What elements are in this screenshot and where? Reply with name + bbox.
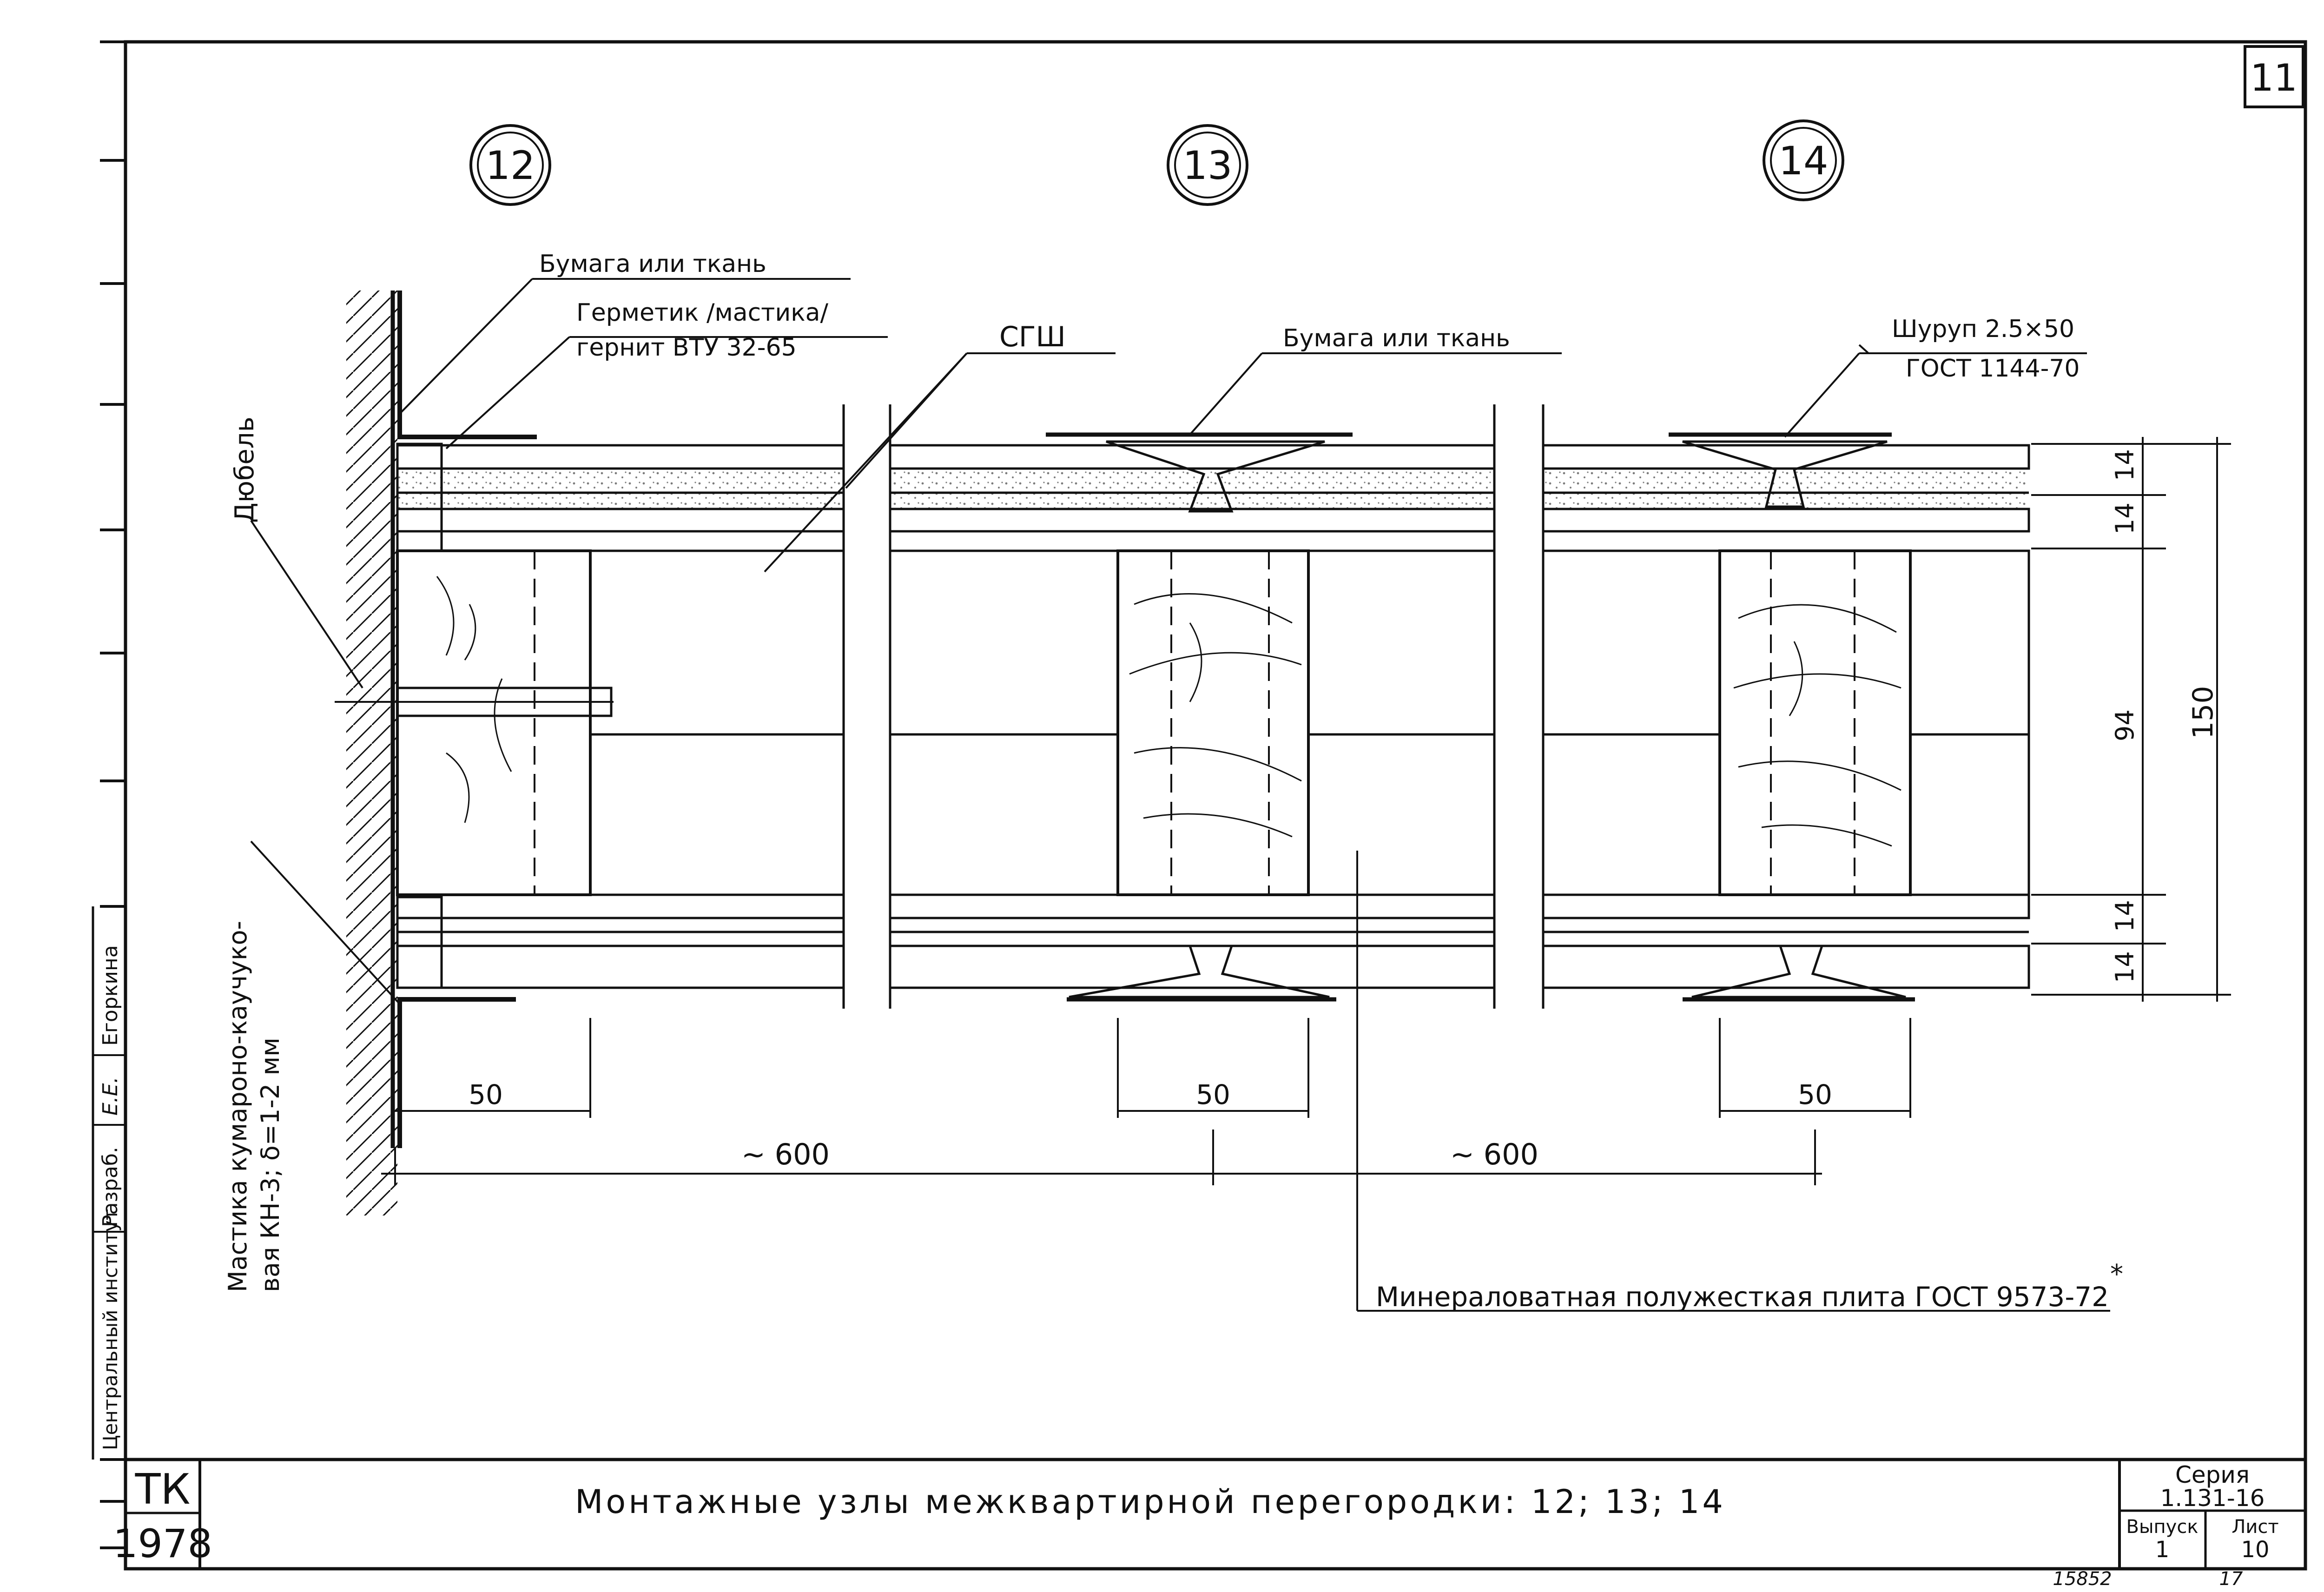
- wood-stud-13: [1116, 549, 1310, 896]
- label-mastic-2: вая КН-3; δ=1-2 мм: [256, 1037, 285, 1292]
- dim-50-1: 50: [469, 1079, 503, 1110]
- node-13-circle: [1167, 124, 1248, 206]
- dim-span-1: ~ 600: [741, 1137, 830, 1171]
- inventory-number: 15852: [2053, 1568, 2112, 1590]
- page-number: 17: [2219, 1568, 2243, 1590]
- node-12-circle: [469, 124, 551, 206]
- org-year: 1978: [113, 1521, 212, 1566]
- org-code: ТК: [135, 1465, 191, 1514]
- bottom-gypsum-boards: [396, 893, 2030, 989]
- side-vertical-caption: Центральный институт: [99, 1209, 122, 1450]
- label-sgsh: СГШ: [999, 321, 1066, 353]
- developer-name: Егоркина: [99, 945, 122, 1046]
- sealant-top: [396, 443, 443, 552]
- top-gypsum-boards: [396, 444, 2030, 533]
- dim-14-b: 14: [2110, 502, 2139, 535]
- mineral-wool-14b: [1909, 549, 2030, 896]
- label-sealant-1: Герметик /мастика/: [576, 299, 829, 327]
- margin-ticks: [100, 40, 125, 1549]
- sealant-bottom: [396, 896, 443, 989]
- mineral-wool-13b: [1307, 549, 1496, 896]
- drawing-title: Монтажные узлы межквартирной перегородки…: [575, 1483, 1726, 1521]
- horizontal-dimension-labels: 50 50 50 ~ 600 ~ 600: [469, 1079, 1832, 1171]
- dim-14-a: 14: [2110, 449, 2139, 481]
- label-mineral-wool: Минераловатная полужесткая плита ГОСТ 95…: [1376, 1281, 2109, 1313]
- leader-lines: [250, 278, 2110, 1312]
- side-stamp: Егоркина Е.Е. Разраб. Центральный инстит…: [92, 906, 125, 1460]
- developer-label: Разраб.: [99, 1147, 122, 1227]
- dim-14-c: 14: [2110, 900, 2139, 932]
- wood-stud-14: [1718, 549, 1912, 896]
- label-dowel: Дюбель: [230, 416, 260, 523]
- node-14-circle: [1763, 119, 1844, 201]
- corner-angle-top: [397, 291, 537, 439]
- dim-150: 150: [2187, 686, 2219, 739]
- label-paper-left: Бумага или ткань: [539, 250, 766, 278]
- dim-span-2: ~ 600: [1450, 1137, 1538, 1171]
- title-block: ТК 1978 Монтажные узлы межквартирной пер…: [113, 1458, 2305, 1590]
- wall-section: [346, 291, 397, 1215]
- node-14-label: 14: [1779, 138, 1829, 184]
- label-mineral-wool-mark: *: [2110, 1259, 2123, 1289]
- label-paper-center: Бумага или ткань: [1283, 324, 1510, 352]
- issue-label: Выпуск: [2126, 1516, 2199, 1538]
- dim-50-2: 50: [1196, 1079, 1230, 1110]
- node-markers: 12 13 14: [469, 119, 1844, 206]
- horizontal-dimensions: [381, 1018, 1911, 1185]
- mineral-wool-14a: [1542, 549, 1721, 896]
- sheet-label: Лист: [2232, 1516, 2278, 1538]
- node-13-label: 13: [1183, 143, 1233, 188]
- dim-94: 94: [2110, 709, 2139, 741]
- annotation-labels: Бумага или ткань Герметик /мастика/ герн…: [223, 250, 2123, 1313]
- label-screw-2: ГОСТ 1144-70: [1906, 355, 2080, 383]
- mineral-wool-left: [589, 549, 845, 896]
- vertical-dimension-labels: 14 14 94 14 14 150: [2110, 449, 2219, 983]
- label-screw-1: Шуруп 2.5×50: [1892, 315, 2074, 343]
- partition-section: [335, 291, 2030, 1148]
- label-mastic-1: Мастика кумароно-каучуко-: [223, 921, 252, 1292]
- joint-fillers: [1069, 440, 1906, 998]
- corner-angle-bottom: [397, 997, 516, 1148]
- label-sealant-2: гернит ВТУ 32-65: [576, 334, 797, 362]
- break-lines: [842, 404, 1545, 1009]
- issue-value: 1: [2155, 1537, 2170, 1563]
- sheet-frame: [124, 40, 2307, 1571]
- developer-signature: Е.Е.: [99, 1077, 122, 1116]
- sheet-number-box: [2244, 45, 2304, 108]
- mineral-wool-13a: [889, 549, 1119, 896]
- sheet-number: 11: [2250, 56, 2298, 99]
- vertical-dimensions: [2031, 437, 2231, 1002]
- dim-50-3: 50: [1798, 1079, 1832, 1110]
- dim-14-d: 14: [2110, 951, 2139, 983]
- series-value: 1.131-16: [2160, 1485, 2265, 1512]
- paper-strips: [1046, 432, 1915, 1002]
- series-label: Серия: [2175, 1461, 2250, 1488]
- node-12-label: 12: [486, 143, 535, 188]
- sheet-value: 10: [2241, 1537, 2269, 1563]
